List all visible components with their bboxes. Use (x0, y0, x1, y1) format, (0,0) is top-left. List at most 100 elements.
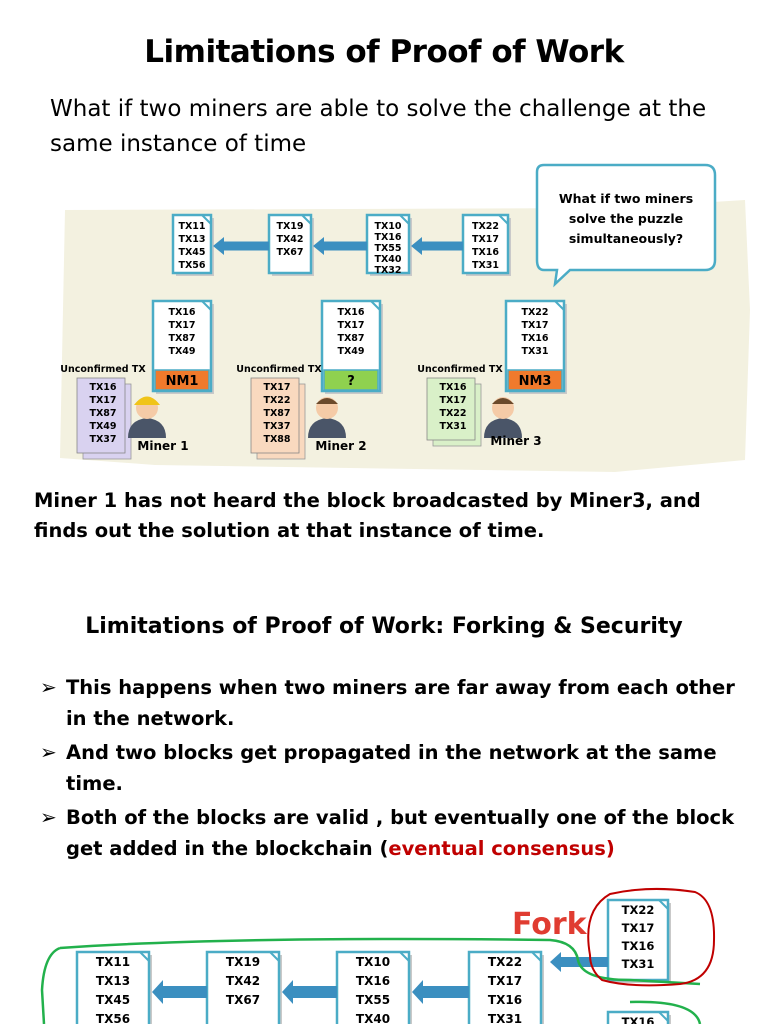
arrow-head (411, 237, 422, 255)
hair-icon (316, 398, 338, 404)
section-title: Limitations of Proof of Work: Forking & … (85, 614, 683, 639)
arrow-shaft (559, 957, 608, 967)
tx-label: TX22 (472, 221, 499, 232)
arrow-shaft (291, 986, 337, 998)
block-frame (171, 213, 213, 275)
tx-label: TX31 (488, 1012, 522, 1024)
unconfirmed-tx: TX22 (263, 395, 290, 406)
tx-label: TX17 (168, 320, 195, 331)
tx-label: TX16 (622, 1015, 655, 1024)
bullet-item: ➢ This happens when two miners are far a… (40, 672, 740, 734)
tx-label: TX11 (178, 221, 205, 232)
tx-label: TX45 (178, 247, 205, 258)
chain-arrow (313, 237, 367, 255)
green-loop-right (629, 1000, 702, 1024)
tx-label: TX67 (276, 247, 303, 258)
miner-block-label: NM1 (166, 374, 199, 389)
tx-label: TX55 (356, 993, 390, 1007)
unconfirmed-tx: TX16 (89, 382, 116, 393)
tx-label: TX11 (96, 955, 130, 969)
arrow-shaft (161, 986, 207, 998)
miner-block-label: NM3 (519, 374, 552, 389)
tx-label: TX16 (521, 333, 548, 344)
tx-label: TX13 (96, 974, 130, 988)
tx-label: TX10 (356, 955, 390, 969)
tx-label: TX45 (96, 993, 130, 1007)
block-corner (370, 300, 381, 311)
block-frame (606, 1010, 670, 1024)
slide-subtitle: What if two miners are able to solve the… (50, 96, 707, 157)
arrow-shaft (420, 241, 463, 251)
tx-label: TX17 (521, 320, 548, 331)
tx-label: TX16 (374, 232, 401, 243)
block-corner (269, 951, 280, 962)
block-frame (461, 213, 510, 275)
tx-label: TX19 (276, 221, 303, 232)
block-corner (201, 214, 212, 225)
miner-block-label: ? (347, 374, 355, 389)
chain-arrow (412, 980, 469, 1004)
bullet-text: Both of the blocks are valid , but event… (66, 806, 735, 860)
block-corner (531, 951, 542, 962)
person-icon (484, 397, 522, 438)
unconfirmed-txs: Unconfirmed TXTX16TX17TX87TX49TX37Unconf… (60, 364, 503, 460)
unconfirmed-card (426, 377, 476, 441)
tx-label: TX32 (374, 265, 401, 276)
green-loop-top (59, 937, 701, 986)
tx-label: TX16 (488, 993, 522, 1007)
arrow-shaft (222, 241, 269, 251)
unconfirmed-label: Unconfirmed TX (236, 364, 322, 375)
tx-label: TX17 (337, 320, 364, 331)
unconfirmed-tx: TX87 (263, 408, 290, 419)
arrow-bullet-icon: ➢ (40, 740, 57, 764)
bullet-text: And two blocks get propagated in the net… (66, 741, 717, 795)
chain-arrow (152, 980, 207, 1004)
miner-blocks: TX16TX17TX87TX49NM1TX16TX17TX87TX49?TX22… (151, 299, 567, 394)
block-frame (205, 950, 281, 1024)
tx-label: TX16 (622, 939, 655, 953)
unconfirmed-tx: TX16 (439, 382, 466, 393)
arrow-shaft (421, 986, 469, 998)
unconfirmed-card (250, 377, 300, 454)
block-corner (139, 951, 150, 962)
person-body (484, 418, 522, 438)
tx-label: TX67 (226, 993, 260, 1007)
chain-arrow (411, 237, 463, 255)
slide-title: Limitations of Proof of Work (144, 34, 624, 70)
block-corner (658, 1011, 669, 1022)
arrow-bullet-icon: ➢ (40, 675, 57, 699)
tx-label: TX22 (622, 903, 655, 917)
miner-block-label-bg (507, 369, 563, 391)
tx-label: TX55 (374, 243, 401, 254)
arrow-head (152, 980, 163, 1004)
tx-label: TX56 (96, 1012, 130, 1024)
person-icon (128, 396, 166, 438)
bullet-item: ➢ Both of the blocks are valid , but eve… (40, 802, 740, 864)
hair-icon (492, 398, 514, 404)
unconfirmed-tx: TX37 (263, 421, 290, 432)
tx-label: TX49 (168, 346, 195, 357)
tx-label: TX87 (168, 333, 195, 344)
arrow-head (213, 237, 224, 255)
arrow-head (550, 952, 561, 972)
fork-label: Fork (512, 907, 588, 942)
block-corner (201, 300, 212, 311)
arrow-shaft (322, 241, 367, 251)
miner-name: Miner 2 (315, 439, 366, 453)
block-corner (658, 899, 669, 910)
tx-label: TX16 (472, 247, 499, 258)
tx-label: TX17 (488, 974, 522, 988)
unconfirmed-tx: TX22 (439, 408, 466, 419)
tx-label: TX16 (337, 307, 364, 318)
tx-label: TX22 (488, 955, 522, 969)
unconfirmed-tx: TX49 (89, 421, 116, 432)
bullet-text: This happens when two miners are far awa… (66, 676, 735, 730)
block: TX16 (606, 1010, 671, 1024)
